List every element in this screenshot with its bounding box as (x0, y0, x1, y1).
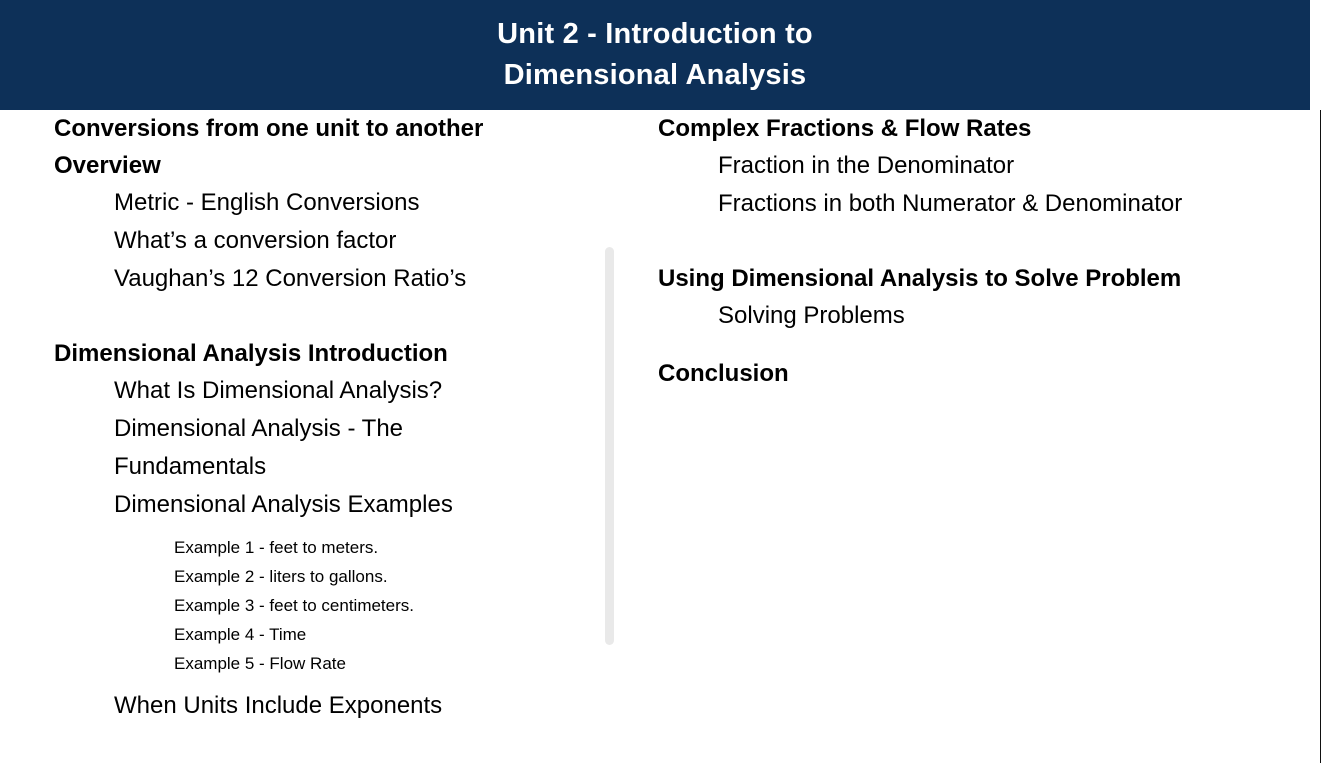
outline-heading[interactable]: Conclusion (658, 360, 789, 387)
section-spacer (658, 223, 1298, 260)
outline-column-left: Conversions from one unit to another Ove… (54, 110, 594, 725)
sub-section-spacer (54, 678, 594, 687)
section-spacer (658, 335, 1298, 355)
slide-header-banner: Unit 2 - Introduction to Dimensional Ana… (0, 0, 1310, 110)
section-spacer (54, 298, 594, 335)
sub-section-spacer (54, 524, 594, 533)
outline-body: Conversions from one unit to another Ove… (0, 110, 1310, 763)
outline-heading[interactable]: Using Dimensional Analysis to Solve Prob… (658, 265, 1182, 292)
right-edge-rule (1320, 110, 1321, 763)
outline-subitem[interactable]: Example 3 - feet to centimeters. (174, 596, 414, 615)
page-title-line-1: Unit 2 - Introduction to (497, 18, 813, 50)
outline-item[interactable]: Fractions in both Numerator & Denominato… (718, 190, 1183, 217)
outline-heading[interactable]: Overview (54, 152, 161, 179)
outline-column-right: Complex Fractions & Flow Rates Fraction … (658, 110, 1298, 392)
outline-item[interactable]: Fundamentals (114, 453, 267, 480)
outline-subitem[interactable]: Example 1 - feet to meters. (174, 538, 379, 557)
column-divider (605, 247, 614, 645)
outline-heading[interactable]: Dimensional Analysis Introduction (54, 340, 448, 367)
outline-heading[interactable]: Complex Fractions & Flow Rates (658, 115, 1032, 142)
outline-item[interactable]: Fraction in the Denominator (718, 152, 1015, 179)
outline-subitem[interactable]: Example 4 - Time (174, 625, 307, 644)
outline-subitem[interactable]: Example 5 - Flow Rate (174, 654, 346, 673)
outline-item[interactable]: Dimensional Analysis Examples (114, 491, 453, 518)
outline-item[interactable]: Vaughan’s 12 Conversion Ratio’s (114, 265, 467, 292)
outline-item[interactable]: Metric - English Conversions (114, 189, 420, 216)
outline-item[interactable]: What’s a conversion factor (114, 227, 397, 254)
outline-item[interactable]: Solving Problems (718, 302, 905, 329)
outline-heading[interactable]: Conversions from one unit to another (54, 115, 484, 142)
outline-item[interactable]: Dimensional Analysis - The (114, 415, 404, 442)
outline-item[interactable]: What Is Dimensional Analysis? (114, 377, 443, 404)
page-title-line-2: Dimensional Analysis (503, 59, 807, 91)
outline-item[interactable]: When Units Include Exponents (114, 692, 443, 719)
outline-subitem[interactable]: Example 2 - liters to gallons. (174, 567, 388, 586)
